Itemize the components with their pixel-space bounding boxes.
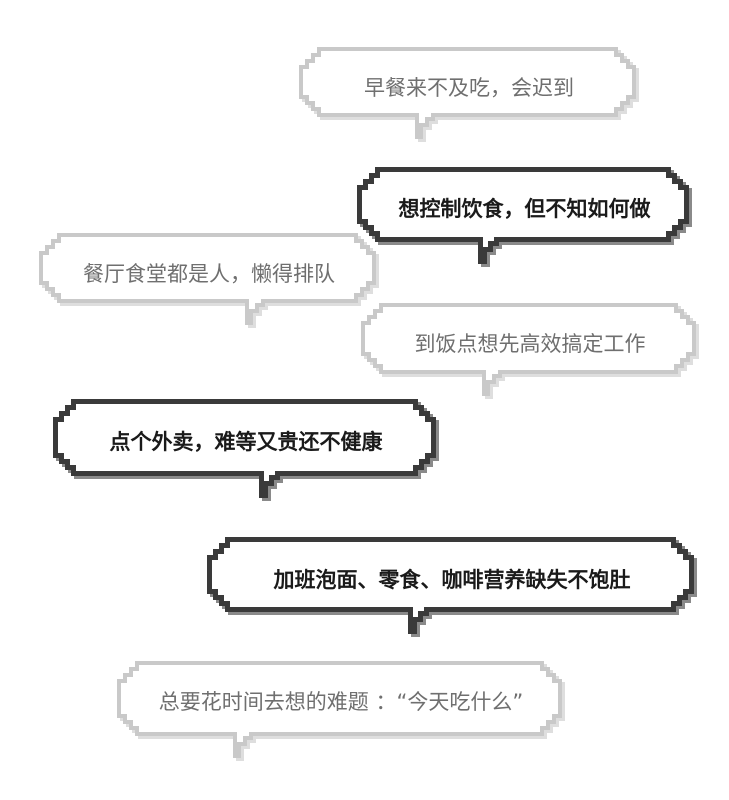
bubble-outline	[39, 233, 376, 325]
speech-bubble-1: 早餐来不及吃，会迟到	[298, 46, 640, 166]
speech-bubble-5: 点个外卖，难等又贵还不健康	[52, 398, 440, 510]
speech-bubble-7: 总要花时间去想的难题 ：“今天吃什么”	[116, 660, 566, 772]
bubble-shape	[53, 399, 439, 501]
pixel-bubble-outline	[361, 303, 699, 399]
bubble-outline	[299, 47, 636, 139]
bubble-text: 总要花时间去想的难题 ：“今天吃什么”	[158, 690, 524, 714]
bubble-text: 点个外卖，难等又贵还不健康	[109, 430, 383, 454]
pixel-bubble-outline	[39, 233, 379, 328]
pixel-bubble-outline	[357, 167, 692, 267]
bubble-shape	[207, 537, 697, 637]
bubble-text: 加班泡面、零食、咖啡营养缺失不饱肚	[273, 568, 631, 592]
bubble-shape	[299, 47, 639, 142]
speech-bubble-2: 想控制饮食，但不知如何做	[356, 166, 693, 281]
bubble-shape	[117, 661, 565, 761]
bubble-outline	[357, 167, 689, 264]
bubble-text: 想控制饮食，但不知如何做	[398, 197, 651, 221]
bubble-shape	[39, 233, 379, 328]
bubble-outline	[117, 661, 562, 758]
speech-bubble-4: 到饭点想先高效搞定工作	[360, 302, 700, 414]
speech-bubble-3: 餐厅食堂都是人，懒得排队	[38, 232, 380, 344]
bubble-shape	[361, 303, 699, 399]
bubble-text: 早餐来不及吃，会迟到	[364, 76, 574, 100]
pixel-bubble-outline	[117, 661, 565, 761]
pixel-bubble-outline	[299, 47, 639, 142]
bubble-text: 到饭点想先高效搞定工作	[414, 332, 646, 356]
pixel-bubble-outline	[207, 537, 697, 637]
bubble-outline	[53, 399, 436, 498]
bubble-text: 餐厅食堂都是人，懒得排队	[83, 262, 335, 286]
bubble-outline	[207, 537, 694, 634]
pixel-bubble-outline	[53, 399, 439, 501]
speech-bubble-6: 加班泡面、零食、咖啡营养缺失不饱肚	[206, 536, 698, 646]
bubble-shape	[357, 167, 692, 267]
bubble-outline	[361, 303, 696, 396]
